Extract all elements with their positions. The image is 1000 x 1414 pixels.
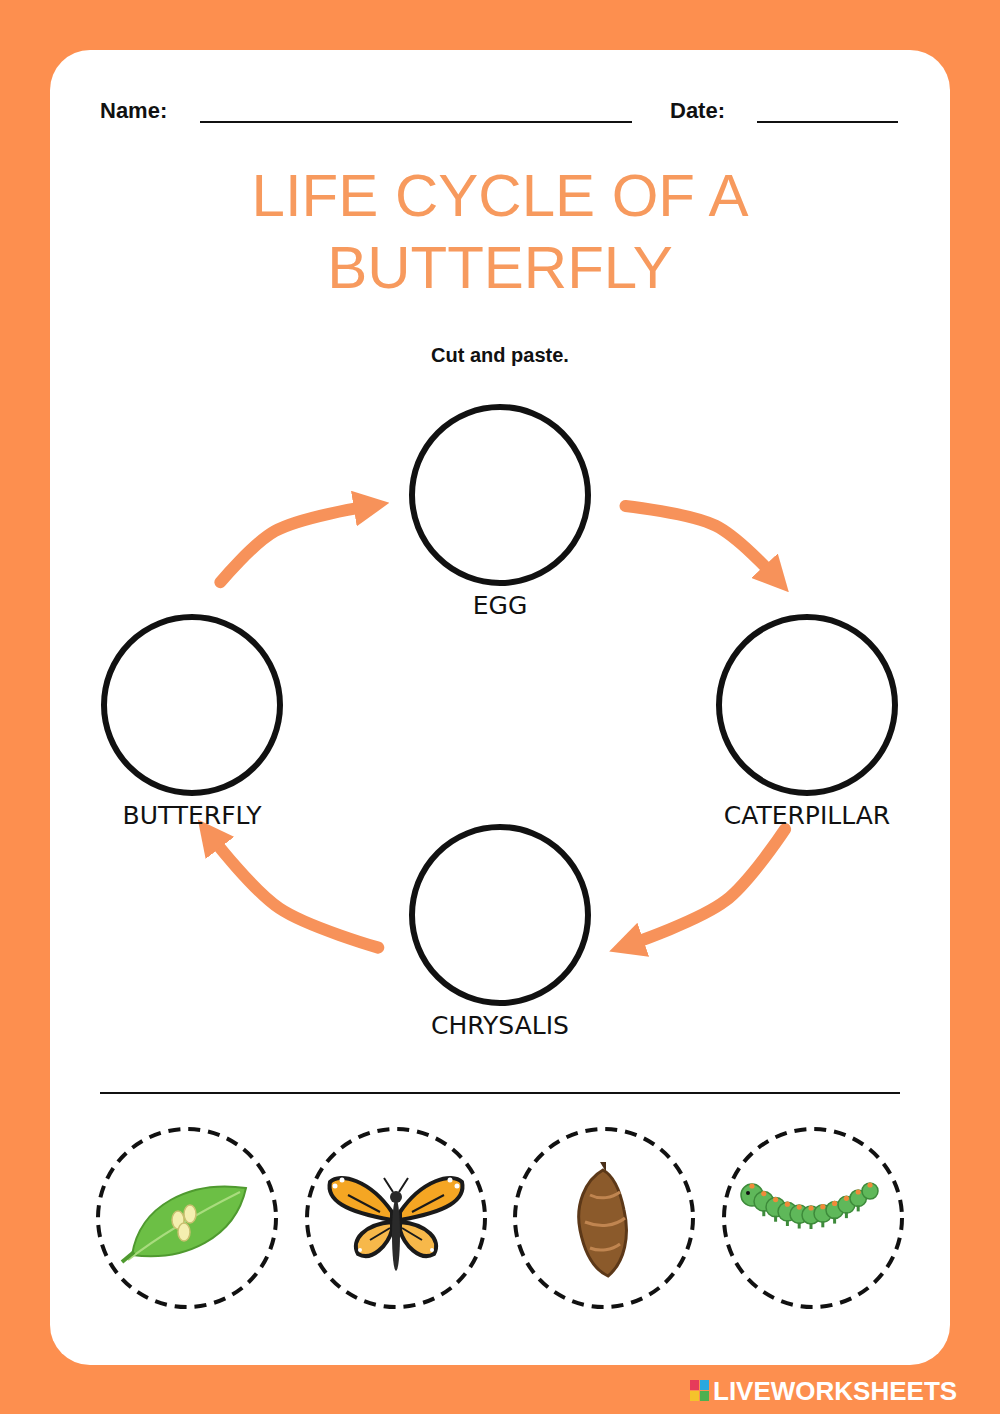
cycle-arrow xyxy=(213,839,378,947)
white-sheet xyxy=(50,50,950,1365)
butterfly-picture xyxy=(329,1178,462,1272)
stage-circle: EGG xyxy=(402,403,598,620)
name-field-label: Name: xyxy=(100,98,167,124)
cycle-arrow xyxy=(220,507,364,582)
stage-circle: CHRYSALIS xyxy=(402,823,598,1040)
date-line xyxy=(757,121,898,123)
watermark-logo xyxy=(690,1380,710,1402)
date-field-label: Date: xyxy=(670,98,725,124)
watermark: LIVEWORKSHEETS xyxy=(713,1376,957,1407)
stage-label: BUTTERFLY xyxy=(94,801,290,830)
circle-outline xyxy=(100,613,284,797)
divider-line xyxy=(100,1092,900,1094)
cycle-arrow xyxy=(626,506,772,574)
chrysalis-picture xyxy=(579,1162,627,1276)
cycle-arrow xyxy=(633,829,785,943)
circle-outline xyxy=(715,613,899,797)
page-title: LIFE CYCLE OF A BUTTERFLY xyxy=(200,160,800,304)
instruction-text: Cut and paste. xyxy=(431,344,569,367)
stage-label: EGG xyxy=(402,591,598,620)
stage-circle: CATERPILLAR xyxy=(709,613,905,830)
stage-label: CATERPILLAR xyxy=(709,801,905,830)
cutout-circles xyxy=(98,1129,902,1307)
circle-outline xyxy=(408,823,592,1007)
stage-label: CHRYSALIS xyxy=(402,1011,598,1040)
stage-circle: BUTTERFLY xyxy=(94,613,290,830)
caterpillar-picture xyxy=(741,1182,878,1229)
name-line xyxy=(200,121,632,123)
circle-outline xyxy=(408,403,592,587)
egg-leaf-picture xyxy=(122,1187,246,1262)
